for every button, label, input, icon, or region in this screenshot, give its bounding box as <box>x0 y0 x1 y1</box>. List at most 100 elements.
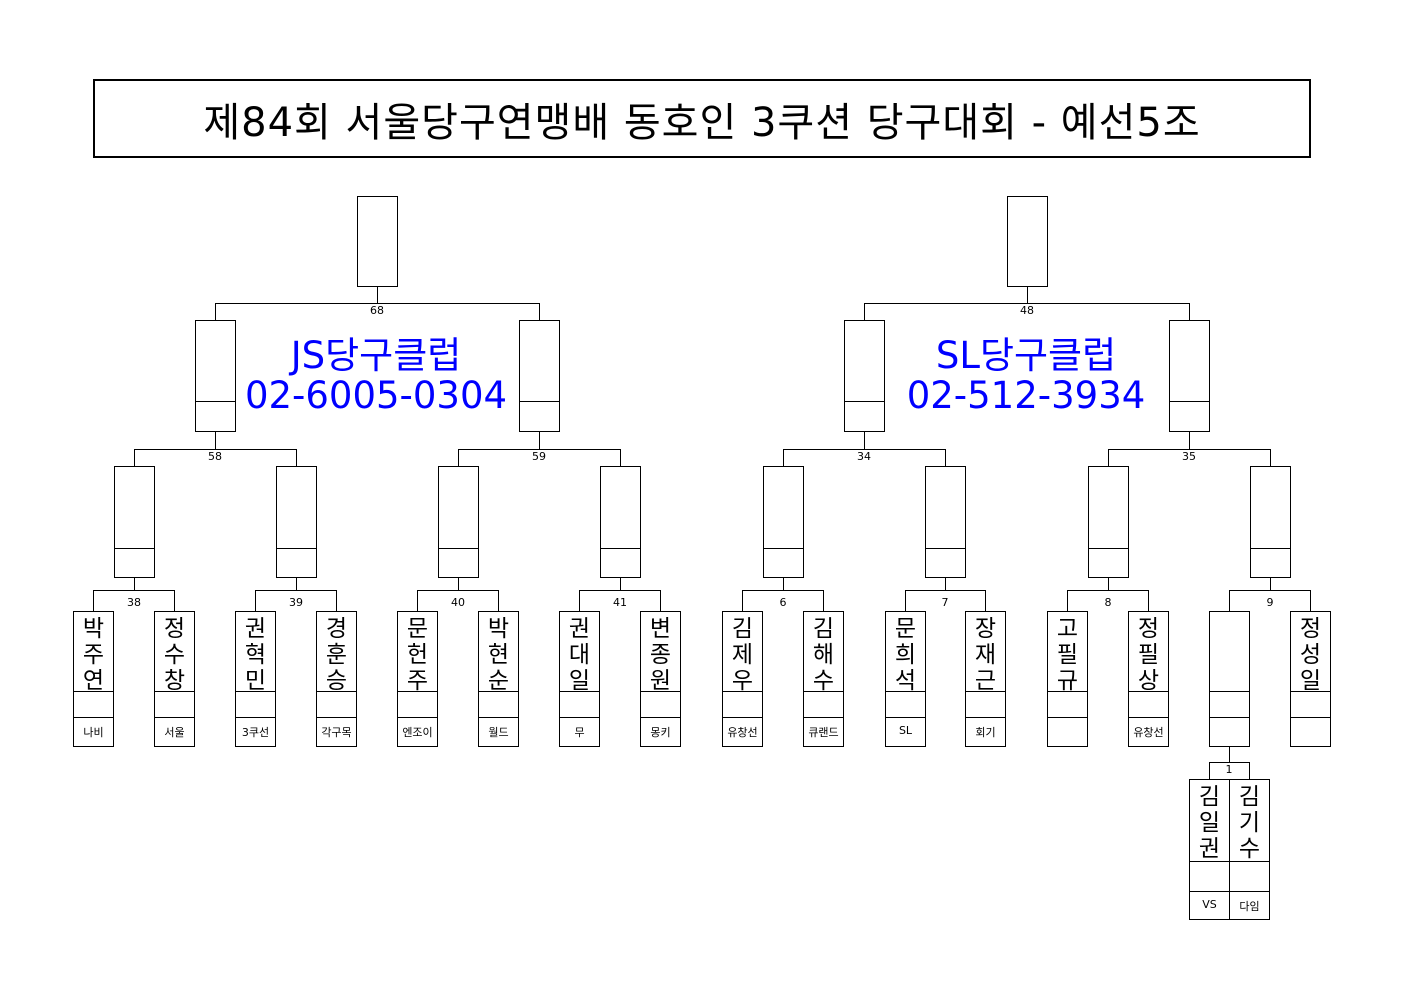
connector-line <box>945 449 946 466</box>
connector-line <box>864 303 1190 304</box>
divider <box>1210 717 1249 718</box>
connector-line <box>1229 590 1230 611</box>
player-club: 유창선 <box>727 726 758 739</box>
divider <box>641 691 680 692</box>
connector-line <box>823 590 824 611</box>
player-slot[interactable]: 고필규 <box>1047 611 1088 747</box>
advance-slot <box>438 466 479 578</box>
connector-line <box>1229 590 1311 591</box>
connector-line <box>1067 590 1149 591</box>
host-club-name: SL당구클럽 <box>935 334 1117 377</box>
divider <box>479 691 518 692</box>
advance-slot <box>763 466 804 578</box>
connector-line <box>539 303 540 320</box>
match-number: 59 <box>532 450 546 463</box>
connector-line <box>174 590 175 611</box>
divider <box>1048 717 1087 718</box>
advance-slot <box>925 466 966 578</box>
player-name: 권대일 <box>568 616 591 694</box>
connector-line <box>458 449 459 466</box>
match-number: 35 <box>1182 450 1196 463</box>
player-name: 정필상 <box>1137 616 1160 694</box>
player-name: 장재근 <box>974 616 997 694</box>
divider <box>277 548 316 549</box>
player-club: 큐랜드 <box>808 726 839 739</box>
host-club-phone: 02-6005-0304 <box>244 374 508 417</box>
connector-line <box>498 590 499 611</box>
divider <box>966 691 1005 692</box>
player-club: 엔조이 <box>402 726 433 739</box>
divider <box>317 691 356 692</box>
match-number: 39 <box>289 596 303 609</box>
connector-line <box>134 449 135 466</box>
divider <box>601 548 640 549</box>
connector-line <box>539 431 540 449</box>
divider <box>926 548 965 549</box>
connector-line <box>985 590 986 611</box>
connector-line <box>742 590 743 611</box>
divider <box>196 401 235 402</box>
divider <box>1230 891 1269 892</box>
divider <box>804 717 843 718</box>
divider <box>520 401 559 402</box>
connector-line <box>783 449 946 450</box>
connector-line <box>1270 577 1271 590</box>
player-slot[interactable] <box>1209 611 1250 747</box>
divider <box>1210 691 1249 692</box>
connector-line <box>783 577 784 590</box>
player-name: 정수창 <box>163 616 186 694</box>
player-slot[interactable]: 정성일 <box>1290 611 1331 747</box>
player-slot[interactable]: 권혁민 3쿠선 <box>235 611 276 747</box>
connector-line <box>1189 431 1190 449</box>
connector-line <box>417 590 418 611</box>
divider <box>560 691 599 692</box>
advance-slot <box>1169 320 1210 432</box>
player-name: 박현순 <box>487 616 510 694</box>
player-club: 유창선 <box>1133 726 1164 739</box>
advance-slot <box>276 466 317 578</box>
connector-line <box>336 590 337 611</box>
connector-line <box>296 577 297 590</box>
advance-slot <box>519 320 560 432</box>
divider <box>886 691 925 692</box>
player-name: 김제우 <box>731 616 754 694</box>
connector-line <box>620 577 621 590</box>
page-title: 제84회 서울당구연맹배 동호인 3쿠션 당구대회 - 예선5조 <box>93 79 1311 158</box>
divider <box>641 717 680 718</box>
player-name: 변종원 <box>649 616 672 694</box>
connector-line <box>215 303 540 304</box>
player-club: 몽키 <box>650 726 671 739</box>
advance-slot <box>357 196 398 287</box>
divider <box>1129 691 1168 692</box>
divider <box>236 717 275 718</box>
connector-line <box>1249 762 1250 779</box>
match-number: 40 <box>451 596 465 609</box>
divider <box>479 717 518 718</box>
player-name: 정성일 <box>1299 616 1322 694</box>
connector-line <box>783 449 784 466</box>
player-club: 월드 <box>488 726 509 739</box>
player-name: 김기수 <box>1238 784 1261 862</box>
divider <box>764 548 803 549</box>
player-name: 권혁민 <box>244 616 267 694</box>
connector-line <box>620 449 621 466</box>
match-number: 9 <box>1266 596 1274 609</box>
player-club: 3쿠선 <box>241 726 270 739</box>
match-number: 48 <box>1020 304 1034 317</box>
connector-line <box>1209 762 1210 779</box>
